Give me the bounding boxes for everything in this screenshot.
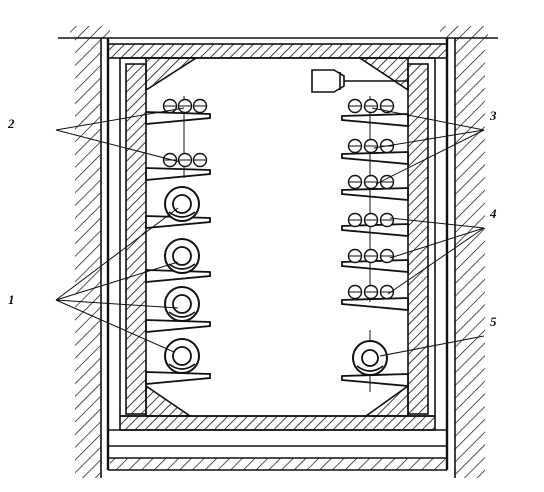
power-cable-sheath: [356, 365, 384, 372]
power-cable-sheath: [168, 363, 196, 370]
right-bracket-arm: [341, 223, 409, 237]
left-small-cable-groups: [162, 98, 208, 168]
right-bracket-arm: [341, 113, 409, 127]
ground-surface: [58, 26, 498, 39]
power-cable-inner: [361, 349, 379, 367]
light-fixture-icon: [311, 69, 408, 93]
left-bracket-arm: [145, 371, 211, 385]
power-cable-sheath: [168, 263, 196, 270]
right-bracket-arm: [341, 297, 409, 311]
left-bracket-arm: [145, 111, 211, 125]
floor-slab: [108, 415, 447, 470]
inner-frame: [119, 57, 436, 417]
right-bracket-arm: [341, 259, 409, 273]
earth-right: [454, 38, 485, 478]
right-cable-brackets: [341, 113, 409, 387]
bottom-chamfers: [145, 384, 409, 417]
callout-label-5: 5: [490, 314, 497, 329]
callout-label-3: 3: [489, 108, 497, 123]
right-bracket-arm: [341, 151, 409, 165]
right-power-cable: [352, 340, 388, 376]
right-support-column: [407, 63, 429, 415]
left-cable-brackets: [145, 111, 211, 385]
left-bracket-arm: [145, 319, 211, 333]
left-bracket-arm: [145, 167, 211, 181]
left-power-cables: [164, 186, 200, 374]
callout-labels: 2 1 3 4 5: [7, 108, 497, 329]
callout-label-4: 4: [489, 206, 497, 221]
earth-left: [75, 38, 102, 478]
right-small-cable-groups: [347, 98, 395, 300]
callout-label-1: 1: [8, 292, 15, 307]
power-cable-inner: [172, 246, 192, 266]
leader-lines: [55, 107, 485, 357]
callout-label-2: 2: [7, 116, 15, 131]
right-bracket-arm: [341, 373, 409, 387]
top-chamfers: [145, 57, 409, 92]
cable-hanger-lines: [183, 96, 371, 392]
right-bracket-arm: [341, 187, 409, 201]
power-cable-inner: [172, 294, 192, 314]
top-slab: [107, 43, 448, 59]
power-cable-inner: [172, 346, 192, 366]
power-cable-sheath: [168, 311, 196, 318]
